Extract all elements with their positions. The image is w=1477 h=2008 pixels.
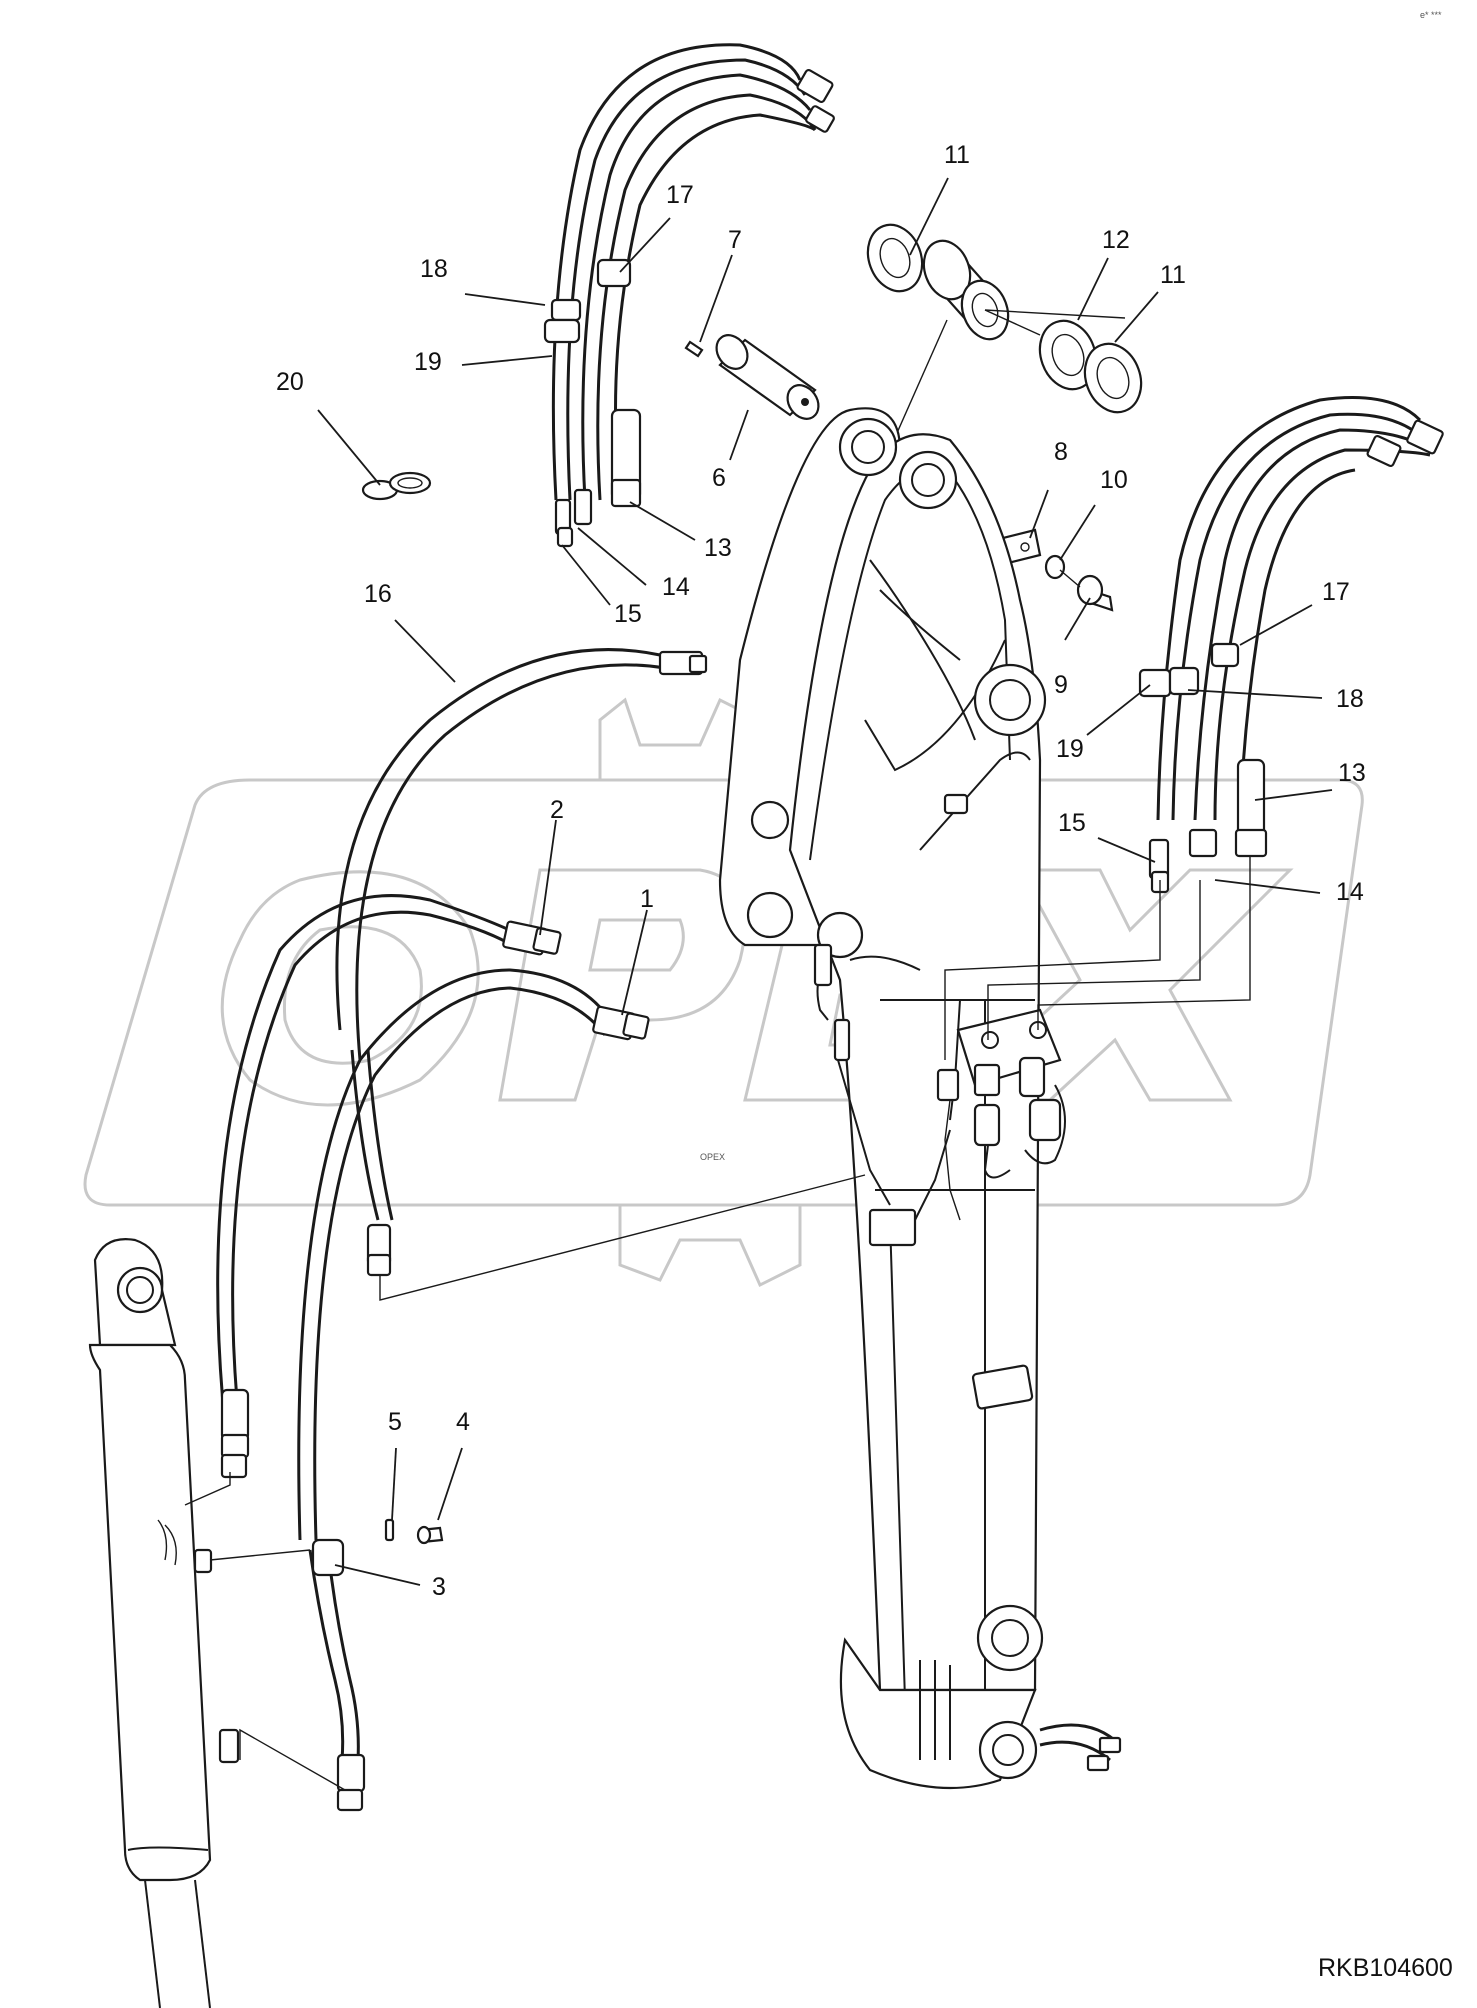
hose-1: [297, 968, 650, 1541]
hose-2: [216, 894, 562, 1479]
callout-11a: 11: [944, 141, 970, 169]
valve-block: [936, 855, 1251, 1221]
corner-mark: e* ***: [1420, 10, 1442, 20]
callout-14a: 14: [662, 573, 690, 601]
callout-8: 8: [1054, 438, 1068, 466]
hose-clip-20: [361, 471, 432, 501]
callout-13a: 13: [704, 534, 732, 562]
callout-6: 6: [712, 464, 726, 492]
callout-15a: 15: [614, 600, 642, 628]
callout-4: 4: [456, 1408, 470, 1436]
leader-lines: [317, 177, 1333, 1586]
bolt-4: [416, 1525, 444, 1545]
pin-6: [684, 334, 820, 420]
hose-bundle-upper-left: [543, 43, 835, 548]
clip-5: [384, 1518, 395, 1542]
bolt-9: [1059, 569, 1114, 612]
hose-bundle-upper-right: [1138, 396, 1444, 894]
callout-5: 5: [388, 1408, 402, 1436]
callout-19a: 19: [414, 348, 442, 376]
watermark-text: OPEX: [700, 1152, 725, 1162]
callout-20: 20: [276, 368, 304, 396]
callout-13b: 13: [1338, 759, 1366, 787]
callout-18a: 18: [420, 255, 448, 283]
watermark-logo: OPEX: [83, 697, 1364, 1288]
callout-10: 10: [1100, 466, 1128, 494]
callout-16: 16: [364, 580, 392, 608]
hose-3: [308, 1174, 866, 1812]
callout-18b: 18: [1336, 685, 1364, 713]
bushing-and-washers: [866, 223, 1143, 461]
hose-16: [335, 648, 708, 1061]
callout-labels: 11 12 11 17 18 19 7 20 6 13 14 15 8 10 9…: [276, 141, 1366, 1601]
callout-1: 1: [640, 885, 654, 913]
callout-15b: 15: [1058, 809, 1086, 837]
callout-17b: 17: [1322, 578, 1350, 606]
callout-14b: 14: [1336, 878, 1364, 906]
callout-2: 2: [550, 796, 564, 824]
callout-17a: 17: [666, 181, 694, 209]
hydraulic-cylinder: [88, 1238, 346, 2008]
callout-9: 9: [1054, 671, 1068, 699]
callout-3: 3: [432, 1573, 446, 1601]
callout-12: 12: [1102, 226, 1130, 254]
drawing-reference: RKB104600: [1318, 1954, 1453, 1982]
callout-7: 7: [728, 226, 742, 254]
callout-19b: 19: [1056, 735, 1084, 763]
washer-10: [1044, 554, 1066, 580]
callout-11b: 11: [1160, 261, 1186, 289]
